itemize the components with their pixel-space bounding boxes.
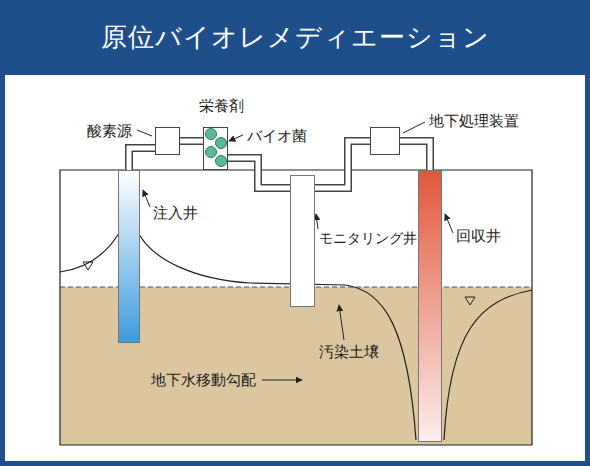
pipe-outline: [180, 137, 203, 145]
pipe: [129, 148, 155, 170]
node-label: 注入井: [153, 204, 198, 222]
node-label: 栄養剤: [199, 97, 244, 115]
pipe-outline: [129, 148, 155, 170]
node-label: バイオ菌: [247, 127, 307, 145]
pipe-bore: [180, 139, 203, 144]
title: 原位バイオレメディエーション: [0, 0, 590, 75]
recovery-well: 回収井: [418, 170, 442, 442]
node-label: モニタリング井: [319, 229, 417, 247]
bio-bacteria: [206, 129, 227, 167]
node-label: 酸素源: [87, 122, 132, 140]
node-label: 地下処理装置: [429, 112, 519, 130]
flow-direction-label: 地下水移動勾配: [150, 371, 257, 389]
pipe: [180, 141, 203, 142]
pipe-bore: [400, 141, 430, 170]
node-label: 回収井: [456, 227, 501, 245]
water-table-mark: [465, 297, 475, 305]
pipe: [400, 141, 430, 170]
panel: [5, 75, 585, 461]
leader-lines: [137, 122, 453, 380]
nutrient-container: 栄養剤バイオ菌: [203, 127, 228, 170]
water-table-mark: [83, 262, 93, 270]
ground-outline: [60, 170, 532, 445]
monitoring-well: モニタリング井: [290, 175, 315, 307]
pipe-outline: [400, 141, 430, 170]
treatment-unit-box: 地下処理装置: [370, 127, 400, 155]
injection-well: 注入井: [118, 170, 140, 343]
oxygen-source-box: 酸素源: [155, 127, 180, 155]
soil-label: 汚染土壌: [318, 343, 380, 361]
pipe-bore: [129, 148, 155, 170]
